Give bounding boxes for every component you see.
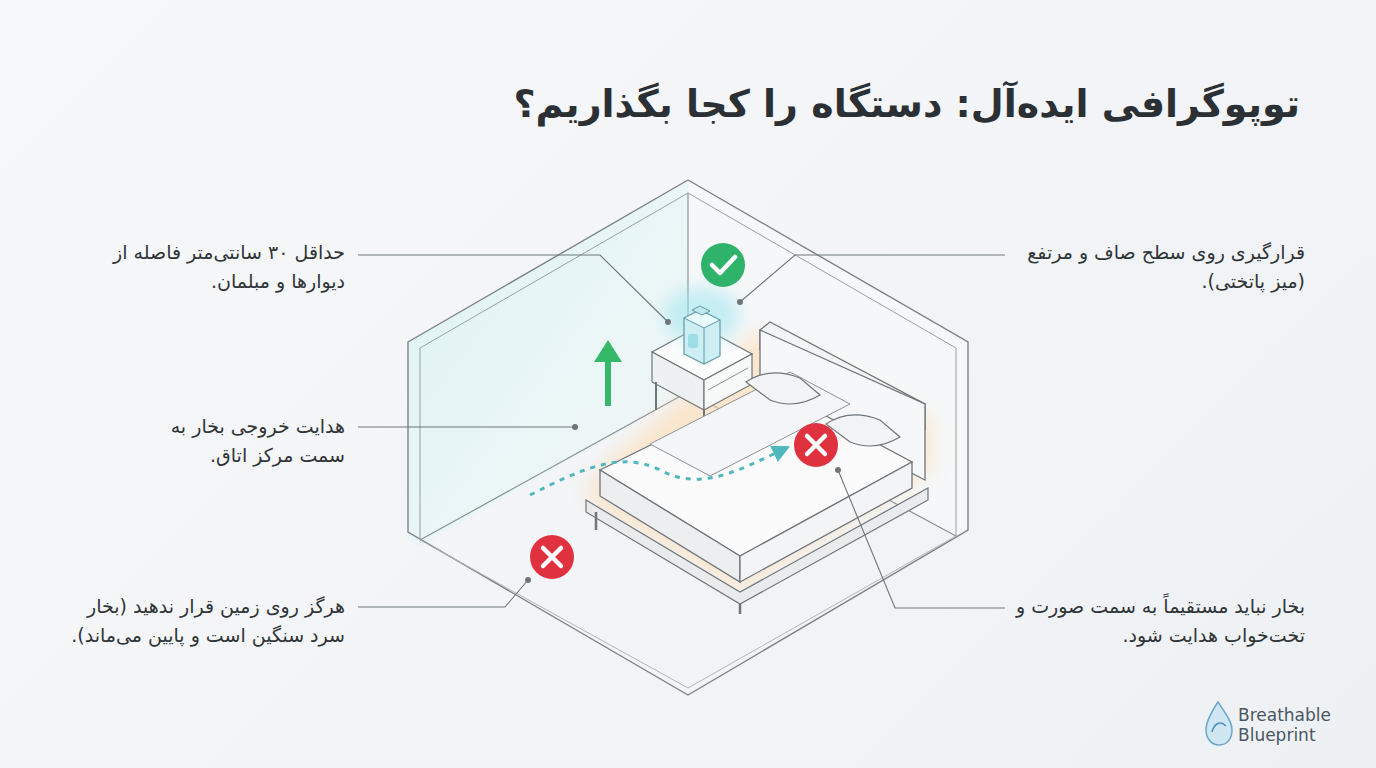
blanket (650, 372, 850, 476)
callout-text: بخار نباید مستقیماً به سمت صورت و تخت‌خو… (1015, 592, 1305, 649)
callout-text: قرارگیری روی سطح صاف و مرتفع (میز پاتختی… (1015, 238, 1305, 295)
callout-text: حداقل ۳۰ سانتی‌متر فاصله از دیوارها و مب… (70, 238, 345, 295)
humidifier (684, 310, 720, 364)
wall-edge (956, 348, 957, 536)
page-title: توپوگرافی ایده‌آل: دستگاه را کجا بگذاریم… (514, 82, 1300, 126)
bed-glow (585, 330, 930, 590)
leader-lines (358, 255, 1005, 608)
watermark: Breathable Blueprint (1238, 706, 1348, 745)
cross-mark (794, 423, 838, 467)
check-mark (701, 243, 745, 287)
callout-text: هرگز روی زمین قرار ندهید (بخار سرد سنگین… (70, 592, 345, 649)
cross-mark (530, 535, 574, 579)
callout-text: هدایت خروجی بخار به سمت مرکز اتاق. (130, 412, 345, 469)
up-arrow (605, 360, 611, 406)
wall-edge (420, 348, 421, 540)
room-outline (408, 180, 968, 695)
pillow (746, 373, 820, 404)
drawer-line (708, 368, 748, 390)
logo-icon (1206, 702, 1232, 745)
bed-frame (586, 488, 928, 604)
steam-path (530, 450, 782, 495)
